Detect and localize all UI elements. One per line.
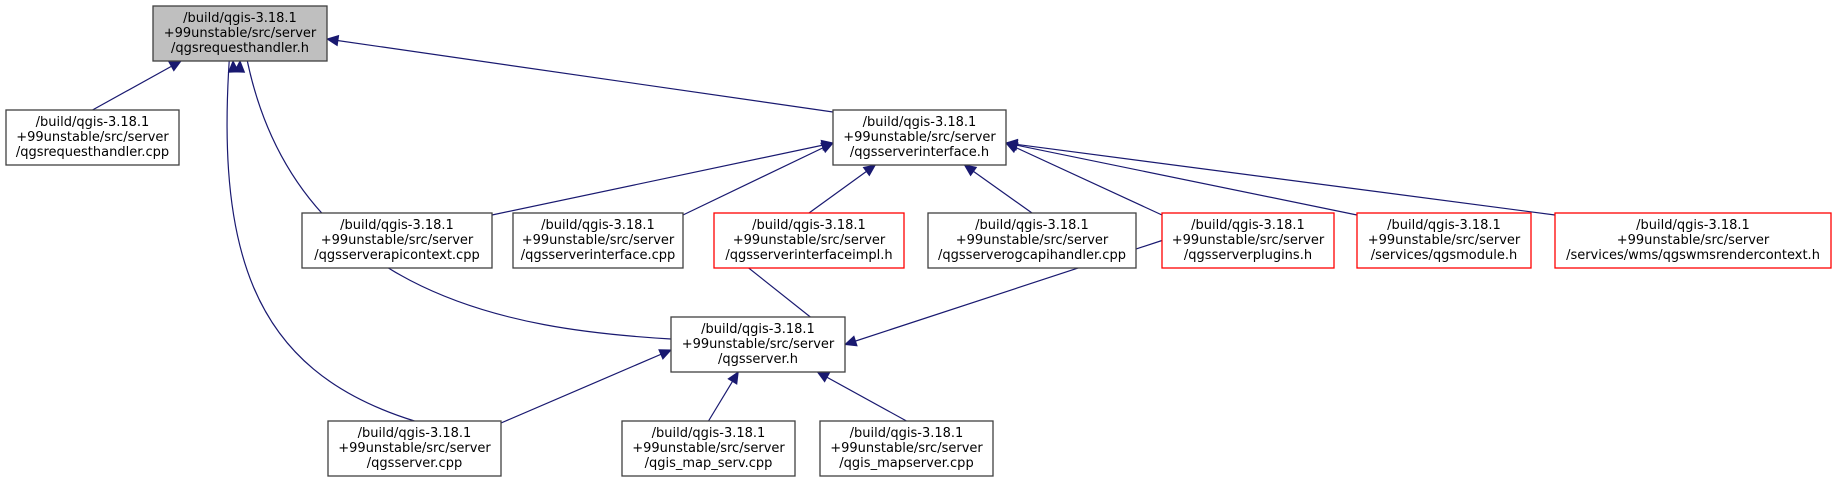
node-ifacecpp[interactable]: /build/qgis-3.18.1+99unstable/src/server… <box>512 212 684 269</box>
node-label-line: /build/qgis-3.18.1 <box>340 218 454 233</box>
arrowhead-icon <box>727 370 739 385</box>
node-ifaceh[interactable]: /build/qgis-3.18.1+99unstable/src/server… <box>832 109 1007 166</box>
edge-wmsctx-to-ifaceh <box>1005 142 1556 216</box>
node-plugins[interactable]: /build/qgis-3.18.1+99unstable/src/server… <box>1161 212 1335 269</box>
node-box <box>327 420 502 477</box>
node-label-line: /build/qgis-3.18.1 <box>1191 218 1305 233</box>
node-box <box>621 420 796 477</box>
edge-module-to-ifaceh <box>1005 142 1358 216</box>
node-ifaceimpl[interactable]: /build/qgis-3.18.1+99unstable/src/server… <box>713 212 905 269</box>
node-label-line: /qgis_map_serv.cpp <box>645 456 773 471</box>
node-label-line: +99unstable/src/server <box>16 130 169 145</box>
node-label-line: /build/qgis-3.18.1 <box>183 11 297 26</box>
node-label-line: +99unstable/src/server <box>733 233 886 248</box>
edge-reqcpp-to-reqh <box>92 60 182 111</box>
node-label-line: /build/qgis-3.18.1 <box>850 426 964 441</box>
node-box <box>713 212 905 269</box>
node-box <box>927 212 1137 269</box>
node-label-line: /build/qgis-3.18.1 <box>1636 218 1750 233</box>
node-label-line: +99unstable/src/server <box>321 233 474 248</box>
node-label-line: /qgsrequesthandler.h <box>171 41 309 56</box>
node-box <box>819 420 994 477</box>
edge-plugins-to-ifaceh <box>1005 142 1163 216</box>
node-box <box>832 109 1007 166</box>
node-label-line: +99unstable/src/server <box>1172 233 1325 248</box>
node-label-line: +99unstable/src/server <box>843 130 996 145</box>
node-label-line: +99unstable/src/server <box>338 441 491 456</box>
node-box <box>512 212 684 269</box>
edge-servercpp-to-reqh <box>226 13 415 422</box>
node-label-line: /qgsserver.cpp <box>367 456 462 471</box>
edge-apictx-to-ifaceh <box>491 142 834 216</box>
node-label-line: +99unstable/src/server <box>1617 233 1770 248</box>
node-box <box>5 109 180 166</box>
node-label-line: /services/wms/qgswmsrendercontext.h <box>1566 248 1820 263</box>
node-label-line: /qgsserver.h <box>718 352 798 367</box>
node-label-line: /qgsrequesthandler.cpp <box>16 145 169 160</box>
arrowhead-icon <box>816 371 831 383</box>
node-serverh[interactable]: /build/qgis-3.18.1+99unstable/src/server… <box>670 316 846 373</box>
node-box <box>1356 212 1532 269</box>
node-label-line: /build/qgis-3.18.1 <box>358 426 472 441</box>
node-label-line: /qgis_mapserver.cpp <box>839 456 973 471</box>
edge-ifaceh-to-reqh <box>326 38 834 113</box>
node-label-line: /qgsserverapicontext.cpp <box>314 248 479 263</box>
node-label-line: +99unstable/src/server <box>1368 233 1521 248</box>
node-box <box>1161 212 1335 269</box>
node-wmsctx[interactable]: /build/qgis-3.18.1+99unstable/src/server… <box>1554 212 1832 269</box>
node-ogcapi[interactable]: /build/qgis-3.18.1+99unstable/src/server… <box>927 212 1137 269</box>
node-label-line: +99unstable/src/server <box>682 337 835 352</box>
arrowhead-icon <box>168 60 183 72</box>
node-label-line: +99unstable/src/server <box>522 233 675 248</box>
node-box <box>670 316 846 373</box>
arrowhead-icon <box>843 335 858 347</box>
node-label-line: /build/qgis-3.18.1 <box>863 115 977 130</box>
node-label-line: /build/qgis-3.18.1 <box>701 322 815 337</box>
node-label-line: /qgsserverinterfaceimpl.h <box>725 248 892 263</box>
node-box <box>301 212 493 269</box>
node-label-line: /build/qgis-3.18.1 <box>752 218 866 233</box>
node-label-line: +99unstable/src/server <box>830 441 983 456</box>
node-box <box>152 5 328 62</box>
node-label-line: +99unstable/src/server <box>164 26 317 41</box>
node-module[interactable]: /build/qgis-3.18.1+99unstable/src/server… <box>1356 212 1532 269</box>
node-label-line: +99unstable/src/server <box>956 233 1109 248</box>
node-label-line: /build/qgis-3.18.1 <box>975 218 1089 233</box>
edge-ifaceimpl-to-ifaceh <box>808 164 876 214</box>
arrowhead-icon <box>862 164 877 177</box>
node-mapserv[interactable]: /build/qgis-3.18.1+99unstable/src/server… <box>621 420 796 477</box>
edge-ogcapi-to-ifaceh <box>964 164 1033 214</box>
arrowhead-icon <box>963 164 978 177</box>
nodes: /build/qgis-3.18.1+99unstable/src/server… <box>5 5 1832 477</box>
arrowhead-icon <box>227 59 240 73</box>
node-label-line: /build/qgis-3.18.1 <box>541 218 655 233</box>
node-label-line: /build/qgis-3.18.1 <box>1387 218 1501 233</box>
node-apictx[interactable]: /build/qgis-3.18.1+99unstable/src/server… <box>301 212 493 269</box>
arrowhead-icon <box>325 34 340 47</box>
arrowhead-icon <box>658 349 673 360</box>
arrowhead-icon <box>820 142 835 154</box>
node-label-line: /qgsserverinterface.h <box>850 145 989 160</box>
node-servercpp[interactable]: /build/qgis-3.18.1+99unstable/src/server… <box>327 420 502 477</box>
node-label-line: /qgsserverogcapihandler.cpp <box>938 248 1126 263</box>
node-label-line: /qgsserverplugins.h <box>1184 248 1312 263</box>
node-reqcpp[interactable]: /build/qgis-3.18.1+99unstable/src/server… <box>5 109 180 166</box>
node-box <box>1554 212 1832 269</box>
edge-serverh-to-reqh <box>239 13 672 340</box>
edge-ifacecpp-to-ifaceh <box>682 142 834 216</box>
edge-mapserver-to-serverh <box>817 371 907 422</box>
node-label-line: /services/qgsmodule.h <box>1371 248 1517 263</box>
edges <box>92 13 1556 424</box>
arrowhead-icon <box>1004 138 1019 151</box>
node-mapserver[interactable]: /build/qgis-3.18.1+99unstable/src/server… <box>819 420 994 477</box>
node-label-line: /build/qgis-3.18.1 <box>652 426 766 441</box>
node-label-line: +99unstable/src/server <box>632 441 785 456</box>
node-label-line: /qgsserverinterface.cpp <box>521 248 676 263</box>
edge-servercpp-to-serverh <box>500 349 672 424</box>
node-label-line: /build/qgis-3.18.1 <box>36 115 150 130</box>
node-reqh[interactable]: /build/qgis-3.18.1+99unstable/src/server… <box>152 5 328 62</box>
